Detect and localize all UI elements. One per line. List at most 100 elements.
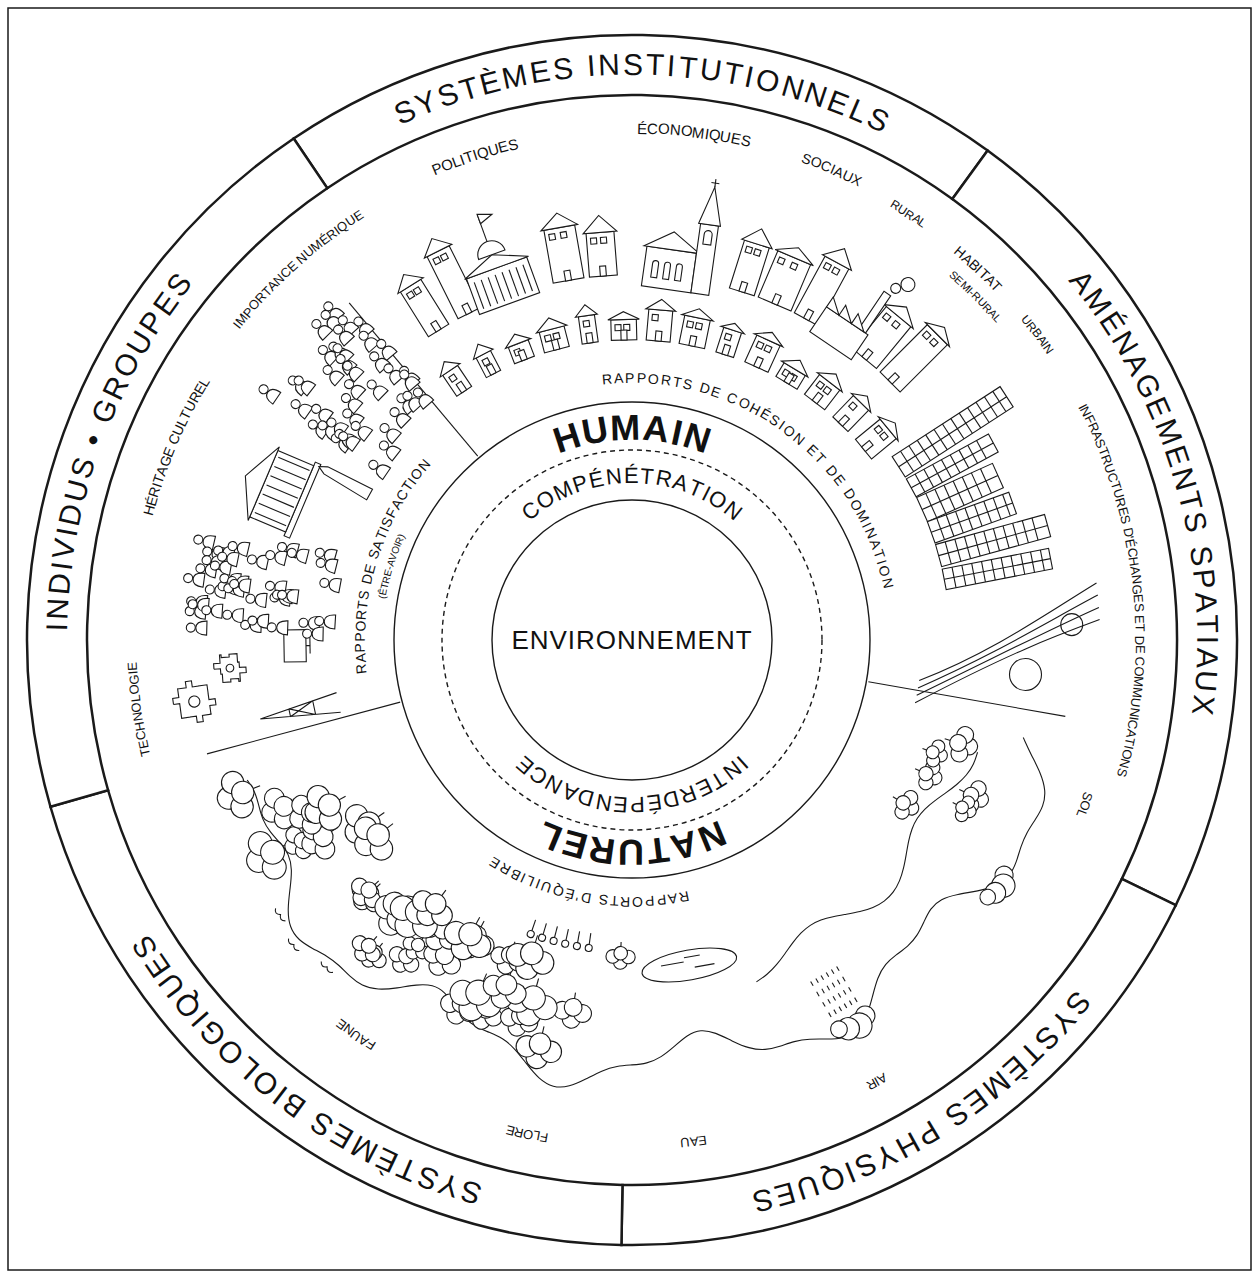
sketch-line (523, 265, 533, 291)
sketch-g (468, 339, 503, 379)
sketch-g (256, 381, 281, 404)
scene-label: INFRASTRUCTURES D'ÉCHANGES ET DE COMMUNI… (1070, 393, 1153, 786)
sketch-circle (303, 629, 312, 638)
text-glyph: I (42, 619, 72, 631)
sketch-g (638, 171, 726, 296)
text-glyph: O (127, 684, 141, 695)
band-segment: INDIVIDUS • GROUPES (24, 135, 331, 810)
sketch-path (703, 230, 713, 245)
sketch-circle (358, 935, 379, 956)
band-title: SYSTÈMES PHYSIQUES (733, 973, 1108, 1230)
band-title: SYSTÈMES BIOLOGIQUES (116, 917, 502, 1223)
sketch-line (827, 986, 830, 990)
sketch-rect (724, 333, 732, 341)
sketch-circle (307, 418, 319, 430)
sketch-circle (277, 541, 288, 552)
sketch-g (574, 303, 601, 344)
sketch-line (838, 993, 841, 997)
sketch-path (538, 210, 577, 231)
text-glyph: É (637, 120, 647, 135)
sketch-circle (195, 563, 205, 573)
scene-label: SOCIAUX (793, 145, 870, 194)
sketch-line (207, 702, 400, 754)
sketch-g (227, 538, 250, 556)
sketch-path (236, 540, 250, 556)
sketch-circle (210, 560, 220, 570)
sketch-path (434, 355, 460, 377)
sketch-g (291, 372, 316, 396)
sketch-path (238, 578, 251, 593)
sketch-circle (388, 406, 401, 419)
sketch-line (349, 303, 478, 456)
sketch-line (306, 645, 310, 646)
sketch-circle (924, 744, 941, 761)
sketch-g (502, 329, 537, 365)
text-glyph: • (77, 427, 110, 450)
text-glyph: A (1190, 591, 1221, 616)
sketch-g (229, 576, 251, 593)
text-glyph: C (647, 121, 658, 136)
sketch-line (270, 476, 301, 489)
scene-label: FLORE (497, 1117, 557, 1150)
sketch-line (939, 526, 1048, 556)
band-outline (618, 875, 1179, 1248)
sketch-path (474, 237, 505, 260)
sketch-rect (586, 231, 617, 277)
sketch-circle (948, 732, 969, 753)
sketch-rect (772, 294, 781, 306)
sketch-path (213, 653, 247, 683)
text-glyph: A (614, 371, 626, 386)
sketch-circle (292, 374, 305, 387)
sketch-g (608, 311, 640, 340)
text-glyph: O (1132, 666, 1146, 677)
sketch-rect (882, 313, 890, 321)
sketch-line (849, 987, 852, 991)
sketch-g (585, 933, 595, 952)
text-glyph: R (601, 372, 614, 387)
text-glyph: I (1192, 636, 1222, 647)
sketch-line (822, 989, 825, 993)
sketch-circle (549, 937, 558, 946)
sketch-rect (586, 333, 593, 344)
sketch-path (196, 621, 207, 635)
sketch-g (434, 355, 474, 398)
sketch-circle (205, 584, 215, 594)
text-glyph: U (579, 411, 614, 452)
text-glyph: S (1115, 767, 1130, 779)
sketch-path (651, 260, 659, 278)
sketch-circle (375, 338, 388, 351)
sketch-path (328, 577, 341, 593)
scene-label: RURAL (883, 193, 935, 235)
text-glyph: S (596, 893, 609, 908)
sketch-circle (398, 368, 411, 381)
sketch-line (267, 485, 298, 498)
sketch-rect (462, 303, 472, 315)
text-glyph: N (605, 465, 625, 489)
sketch-rect (784, 373, 794, 385)
sketch-g (222, 608, 243, 623)
sketch-circle (358, 879, 381, 902)
sketch-g (320, 362, 345, 386)
sketch-line (509, 270, 519, 296)
sketch-line (843, 977, 846, 981)
sketch-g (878, 315, 957, 394)
sketch-circle (310, 403, 323, 416)
sketch-line (566, 929, 569, 941)
text-glyph: A (665, 891, 678, 907)
band-outline-path (621, 879, 1175, 1245)
text-glyph: M (1131, 676, 1145, 688)
sketch-circle (1061, 614, 1083, 636)
sketch-rect (641, 246, 696, 293)
sketch-circle (265, 581, 275, 591)
sketch-path (468, 339, 493, 359)
circle-outline-path (394, 402, 870, 878)
sketch-circle (222, 610, 232, 620)
sketch-line (255, 513, 286, 526)
sketch-path (273, 549, 287, 565)
text-glyph: P (643, 894, 655, 909)
text-glyph: U (1190, 670, 1222, 697)
sketch-line (495, 275, 505, 301)
sketch-g (192, 532, 215, 550)
sketch-g (213, 653, 247, 683)
